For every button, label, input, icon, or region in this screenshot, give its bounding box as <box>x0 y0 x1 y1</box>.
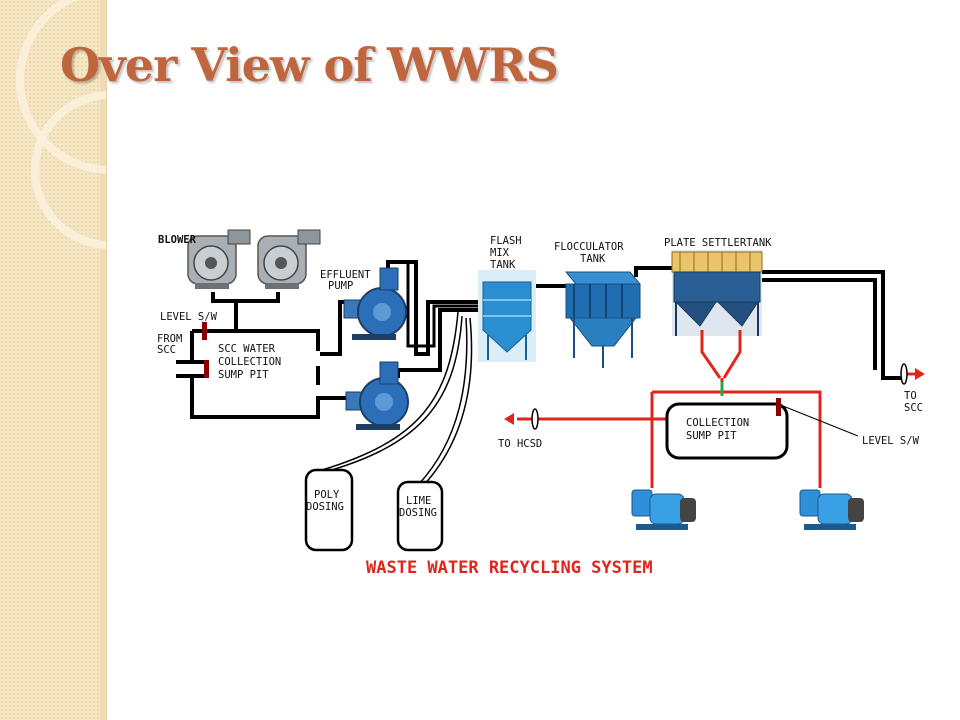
level-switch-right <box>776 398 781 416</box>
label-to-scc: SCC <box>904 402 923 414</box>
red-pipes <box>517 330 822 488</box>
label-flash-tank: TANK <box>490 259 516 271</box>
label-poly: POLY <box>314 489 340 501</box>
label-level-sw-right: LEVEL S/W <box>862 435 920 447</box>
label-collection-pit: COLLECTION <box>686 417 749 429</box>
black-pipes <box>176 260 902 419</box>
label-plate-settler: PLATE SETTLERTANK <box>664 237 772 249</box>
effluent-pump-upper <box>343 267 407 340</box>
label-floc-tank: TANK <box>580 253 606 265</box>
arrow-to-hcsd <box>504 413 514 425</box>
transfer-pump-right <box>799 489 864 530</box>
label-lime-dosing: DOSING <box>399 507 437 519</box>
collection-sump-pit <box>665 402 789 460</box>
blower-1 <box>187 229 251 289</box>
slide-title: Over View of WWRS <box>60 38 559 92</box>
label-from: FROM <box>157 333 182 345</box>
label-collection-sump: SUMP PIT <box>686 430 737 442</box>
label-scc-water: SCC WATER <box>218 343 276 355</box>
sidebar-edge <box>100 0 106 720</box>
plate-settler-tank <box>671 250 763 336</box>
label-to: TO <box>904 390 917 402</box>
to-scc-valve <box>900 363 908 385</box>
label-flocculator: FLOCCULATOR <box>554 241 624 253</box>
decorative-circles <box>16 0 106 249</box>
dosing-lines <box>317 311 473 488</box>
level-switch-left <box>202 322 207 340</box>
label-blower: BLOWER <box>158 234 197 246</box>
arrow-to-scc <box>915 368 925 380</box>
label-from-scc: SCC <box>157 344 176 356</box>
decorative-sidebar <box>0 0 107 720</box>
label-pump: PUMP <box>328 280 353 292</box>
flash-mix-tank <box>478 270 536 362</box>
poly-dosing-tank <box>304 468 354 552</box>
label-poly-dosing: DOSING <box>306 501 344 513</box>
flocculator-tank <box>564 271 642 368</box>
diagram-caption: WASTE WATER RECYCLING SYSTEM <box>366 558 653 578</box>
label-level-sw-left: LEVEL S/W <box>160 311 218 323</box>
blower-2 <box>257 229 321 289</box>
transfer-pump-left <box>631 489 696 530</box>
label-sump-pit: SUMP PIT <box>218 369 269 381</box>
effluent-pump-lower <box>345 361 409 430</box>
label-collection: COLLECTION <box>218 356 281 368</box>
label-flash: FLASH <box>490 235 522 247</box>
label-to-hcsd: TO HCSD <box>498 438 542 450</box>
lime-dosing-tank <box>396 480 444 552</box>
inlet-valve-left <box>204 360 209 378</box>
label-mix: MIX <box>490 247 510 259</box>
level-sw-leader-right <box>777 403 859 437</box>
to-hcsd-valve <box>531 408 539 430</box>
label-lime: LIME <box>406 495 431 507</box>
label-effluent: EFFLUENT <box>320 269 371 281</box>
